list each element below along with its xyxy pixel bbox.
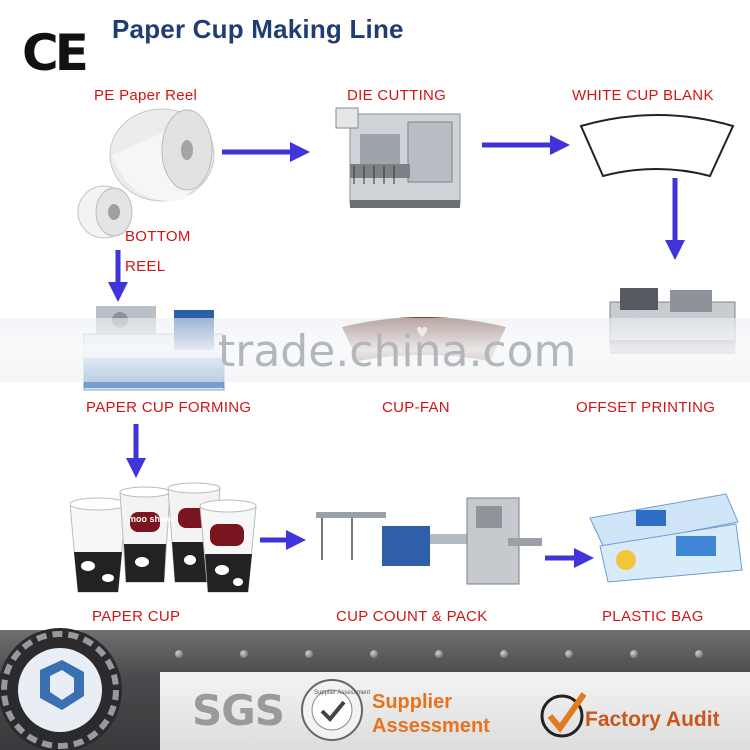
- bolt-icon: [500, 650, 508, 658]
- bolt-icon: [565, 650, 573, 658]
- bolt-icon: [175, 650, 183, 658]
- supplier-assessment-seal-icon: [301, 679, 363, 741]
- bolt-icon: [630, 650, 638, 658]
- white-cup-blank-illustration: [579, 114, 735, 178]
- checkmark-icon: [540, 692, 587, 738]
- die-cutting-machine-illustration: [335, 107, 461, 208]
- label-paper-cup: PAPER CUP: [92, 608, 181, 625]
- supplier-line-1: Supplier: [372, 691, 453, 713]
- label-plastic-bag: PLASTIC BAG: [602, 608, 704, 625]
- factory-audit-text: Factory Audit: [585, 708, 720, 731]
- bolt-icon: [305, 650, 313, 658]
- bolt-icon: [695, 650, 703, 658]
- watermark-text: trade.china.com: [218, 326, 577, 377]
- label-cup-fan: CUP-FAN: [382, 399, 450, 416]
- label-offset-printing: OFFSET PRINTING: [576, 399, 716, 416]
- page-title: Paper Cup Making Line: [112, 14, 404, 44]
- bolt-icon: [240, 650, 248, 658]
- watermark-band: [0, 318, 750, 382]
- count-pack-line-illustration: [316, 497, 542, 585]
- bolt-icon: [370, 650, 378, 658]
- supplier-line-2: Assessment: [372, 715, 490, 737]
- paper-cups-illustration: [70, 482, 257, 593]
- gear-logo-icon: [0, 628, 122, 750]
- footer-badge-band: [160, 672, 750, 750]
- sgs-logo: SGS: [192, 686, 285, 735]
- label-white-cup-blank: WHITE CUP BLANK: [572, 87, 714, 104]
- label-die-cutting: DIE CUTTING: [347, 87, 447, 104]
- cup-brand-text: moo shake: [128, 514, 176, 524]
- ce-mark-logo: CE: [22, 24, 89, 82]
- paper-reel-illustration: [77, 108, 215, 239]
- supplier-assessment-text: Supplier Assessment: [372, 690, 490, 738]
- label-cup-count-pack: CUP COUNT & PACK: [336, 608, 488, 625]
- label-bottom: BOTTOM: [125, 228, 191, 245]
- label-pe-paper-reel: PE Paper Reel: [94, 87, 198, 104]
- seal-text: Supplier Assessment: [314, 690, 371, 696]
- label-reel: REEL: [125, 258, 166, 275]
- bolt-icon: [435, 650, 443, 658]
- plastic-bags-illustration: [589, 493, 743, 583]
- label-paper-cup-forming: PAPER CUP FORMING: [86, 399, 252, 416]
